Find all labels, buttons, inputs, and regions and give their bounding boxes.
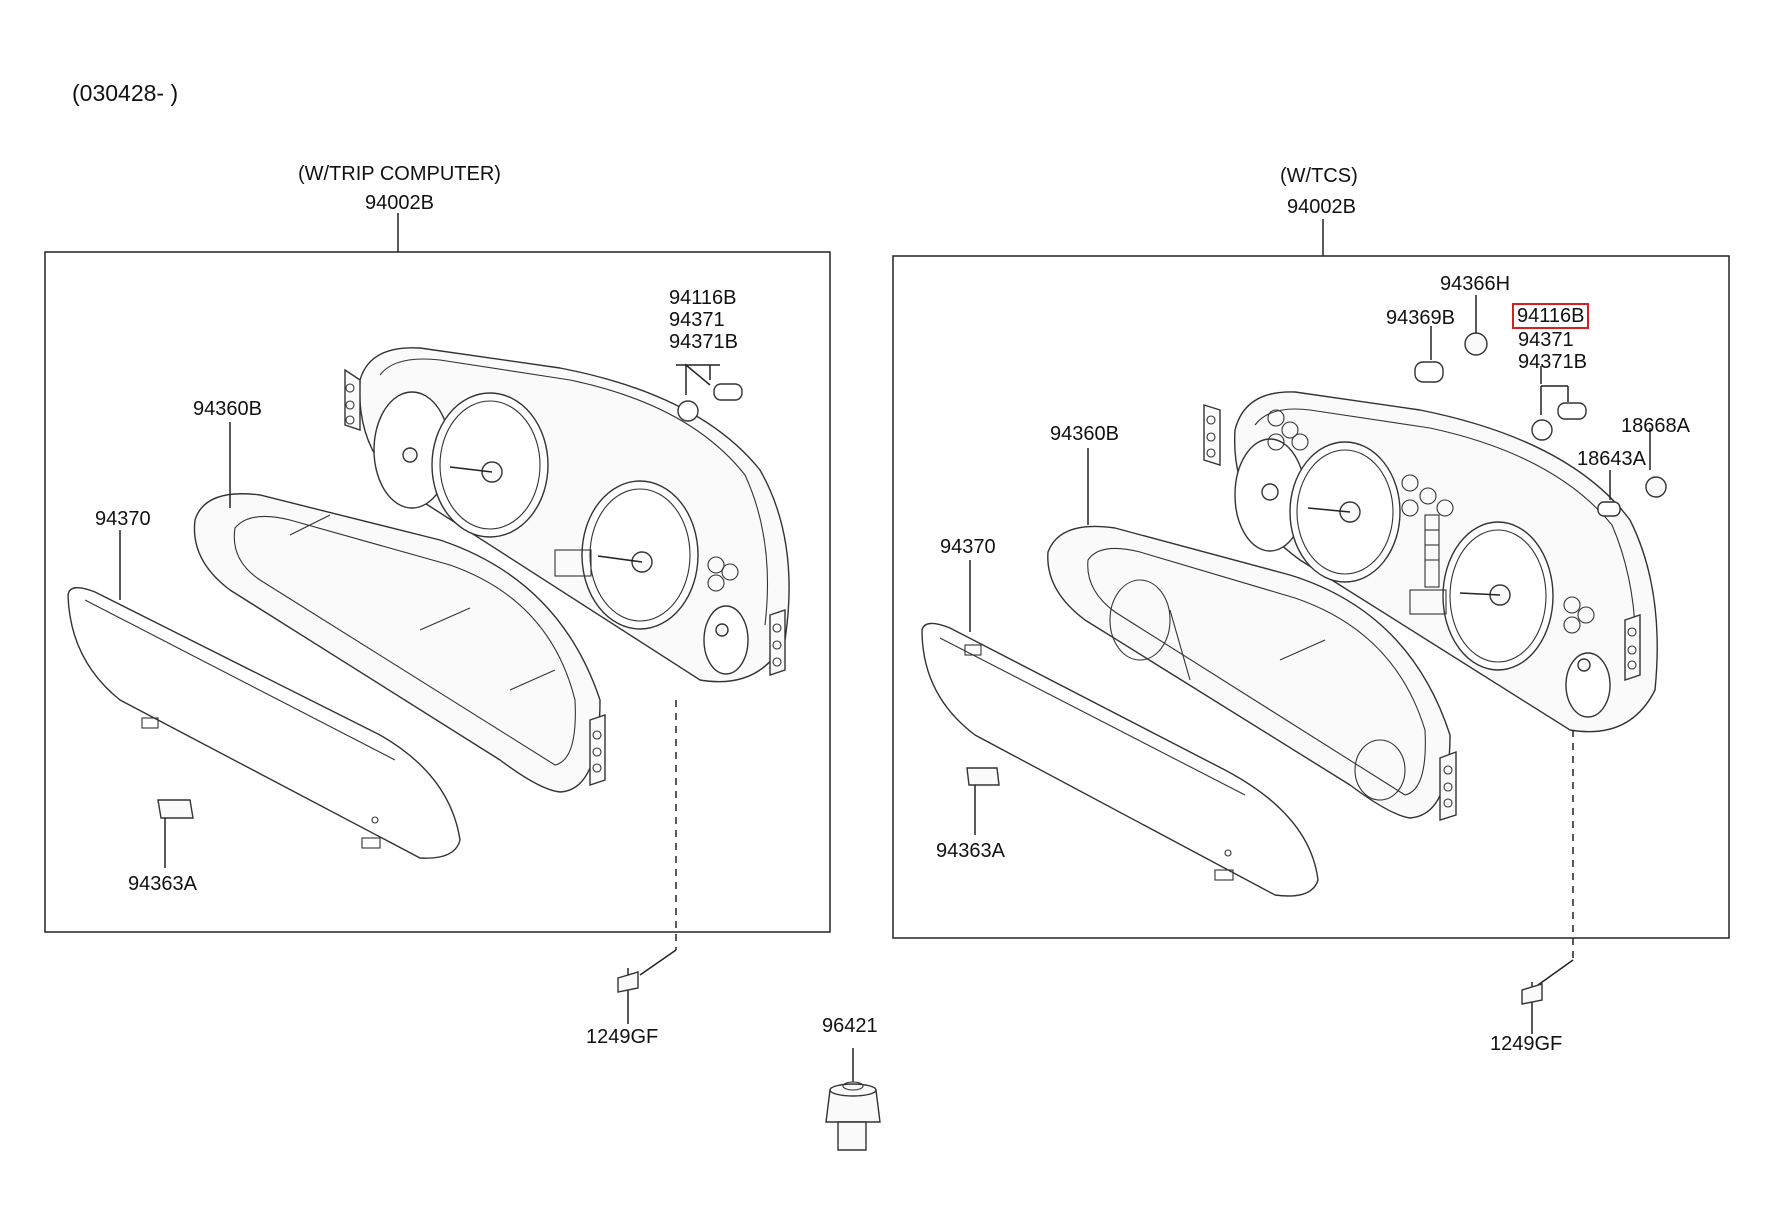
left-housing-part: 94360B bbox=[193, 398, 262, 420]
right-bulb-part-2: 94371 bbox=[1518, 329, 1574, 351]
right-screw-part: 1249GF bbox=[1490, 1033, 1563, 1055]
sensor-part: 96421 bbox=[822, 1015, 878, 1037]
left-bulb-round bbox=[677, 400, 699, 422]
right-housing-part: 94360B bbox=[1050, 423, 1119, 445]
left-panel-frame bbox=[44, 251, 831, 933]
highlighted-bulb-part[interactable]: 94116B bbox=[1512, 303, 1590, 329]
right-bulb-round bbox=[1531, 419, 1553, 441]
right-pad bbox=[966, 767, 1000, 786]
right-socket bbox=[1464, 332, 1488, 356]
left-lens bbox=[67, 587, 461, 859]
left-bulb-part-1: 94116B bbox=[669, 287, 737, 309]
revision-label: (030428- ) bbox=[72, 80, 179, 106]
left-option-label: (W/TRIP COMPUTER) bbox=[298, 163, 501, 185]
left-screw-part: 1249GF bbox=[586, 1026, 659, 1048]
left-bulb-wedge bbox=[713, 383, 743, 401]
right-assembly-part: 94002B bbox=[1287, 196, 1356, 218]
speed-sensor bbox=[825, 1081, 881, 1151]
right-pad-part: 94363A bbox=[936, 840, 1005, 862]
right-bulb-b bbox=[1645, 476, 1667, 498]
right-panel-frame bbox=[892, 255, 1730, 939]
right-cluster-assembly bbox=[1203, 391, 1658, 733]
left-screw bbox=[617, 971, 639, 993]
right-bulb-c-part: 18643A bbox=[1577, 448, 1646, 470]
left-bulb-leader bbox=[685, 363, 711, 395]
right-screw bbox=[1521, 983, 1543, 1005]
left-pad bbox=[157, 799, 194, 819]
right-option-label: (W/TCS) bbox=[1280, 165, 1358, 187]
left-housing bbox=[193, 493, 606, 793]
right-bulb-a bbox=[1414, 361, 1444, 383]
right-lens-part: 94370 bbox=[940, 536, 996, 558]
left-pad-part: 94363A bbox=[128, 873, 197, 895]
right-bulb-a-part: 94369B bbox=[1386, 307, 1455, 329]
left-cluster-assembly bbox=[344, 347, 790, 683]
left-bulb-part-3: 94371B bbox=[669, 331, 738, 353]
right-bulb-b-part: 18668A bbox=[1621, 415, 1690, 437]
right-housing bbox=[1047, 525, 1457, 821]
right-lens bbox=[921, 622, 1319, 897]
left-lens-part: 94370 bbox=[95, 508, 151, 530]
right-bulb-part-3: 94371B bbox=[1518, 351, 1587, 373]
right-bulb-wedge bbox=[1557, 402, 1587, 420]
left-bulb-part-2: 94371 bbox=[669, 309, 725, 331]
right-bulb-c bbox=[1597, 501, 1621, 517]
left-assembly-part: 94002B bbox=[365, 192, 434, 214]
right-socket-part: 94366H bbox=[1440, 273, 1511, 295]
